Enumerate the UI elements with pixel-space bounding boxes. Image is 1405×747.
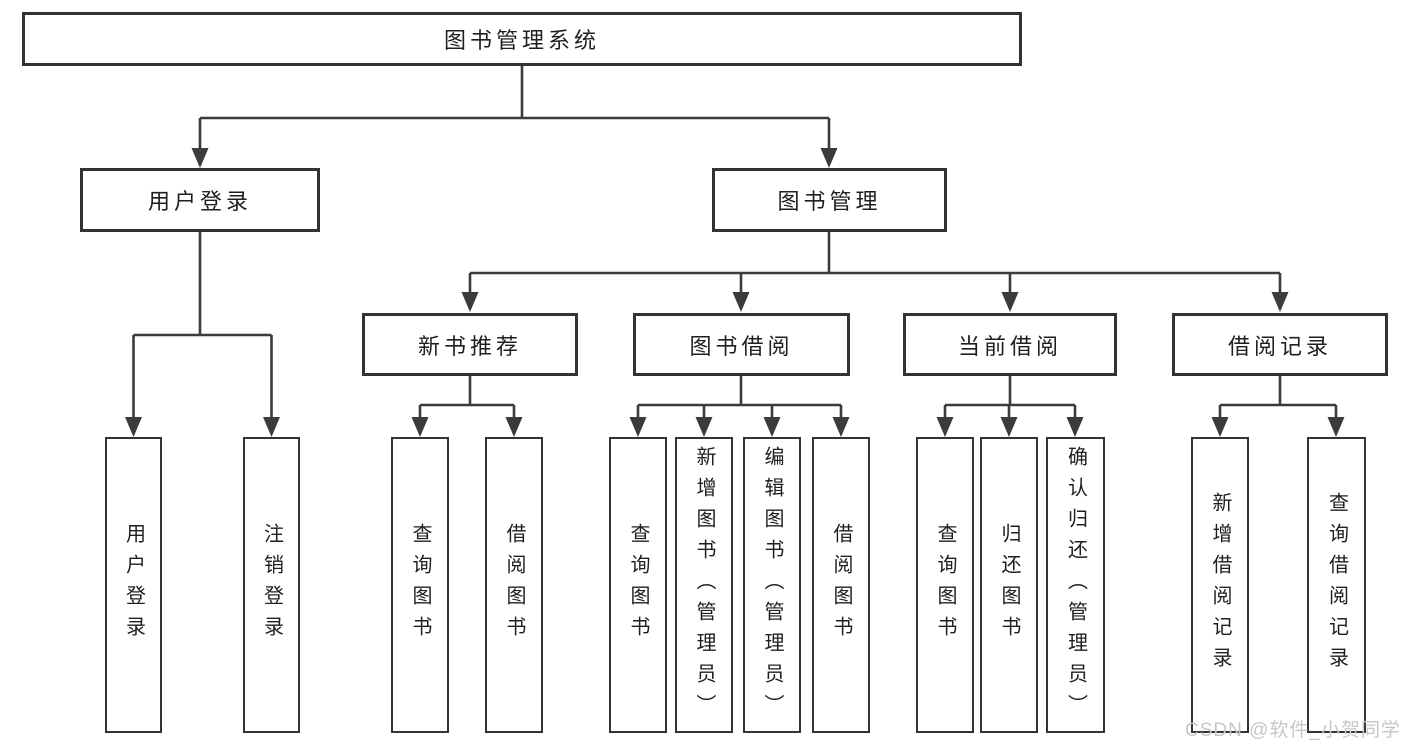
node-label: 借阅记录: [1227, 333, 1332, 359]
leaf-add-borrow-record: 新增借阅记录: [1191, 437, 1249, 733]
node-label: 图书管理系统: [443, 28, 600, 53]
node-label: 查询借阅记录: [1325, 492, 1348, 678]
node-new-book-recommend: 新书推荐: [362, 313, 578, 376]
leaf-logout: 注销登录: [243, 437, 300, 733]
node-library-management-system: 图书管理系统: [22, 12, 1022, 66]
leaf-user-login: 用户登录: [105, 437, 162, 733]
leaf-query-borrow-record: 查询借阅记录: [1307, 437, 1366, 733]
leaf-borrow-books-recommend: 借阅图书: [485, 437, 543, 733]
node-label: 借阅图书: [830, 523, 852, 647]
node-label: 编辑图书（管理员）: [761, 445, 783, 725]
leaf-return-book: 归还图书: [980, 437, 1038, 733]
node-book-borrowing: 图书借阅: [633, 313, 850, 376]
leaf-edit-book-admin: 编辑图书（管理员）: [743, 437, 801, 733]
node-label: 确认归还（管理员）: [1064, 445, 1087, 725]
node-label: 新书推荐: [417, 333, 522, 359]
leaf-borrow-books-borrowing: 借阅图书: [812, 437, 870, 733]
node-label: 用户登录: [122, 523, 145, 647]
node-label: 用户登录: [147, 189, 252, 214]
node-label: 当前借阅: [957, 333, 1062, 359]
leaf-confirm-return-admin: 确认归还（管理员）: [1046, 437, 1105, 733]
node-label: 查询图书: [627, 523, 649, 647]
node-label: 新增借阅记录: [1209, 492, 1231, 678]
node-label: 查询图书: [409, 523, 431, 647]
node-borrow-records: 借阅记录: [1172, 313, 1388, 376]
node-book-management: 图书管理: [712, 168, 947, 232]
csdn-watermark: CSDN @软件_小贺同学: [1185, 720, 1401, 741]
node-label: 图书管理: [777, 189, 882, 214]
node-label: 借阅图书: [503, 523, 525, 647]
node-label: 新增图书（管理员）: [693, 445, 715, 725]
node-label: 归还图书: [998, 523, 1020, 647]
leaf-query-books-current: 查询图书: [916, 437, 974, 733]
node-label: 图书借阅: [689, 333, 794, 359]
leaf-add-book-admin: 新增图书（管理员）: [675, 437, 733, 733]
node-label: 查询图书: [934, 523, 956, 647]
leaf-query-books-borrowing: 查询图书: [609, 437, 667, 733]
node-label: 注销登录: [260, 523, 283, 647]
leaf-query-books-recommend: 查询图书: [391, 437, 449, 733]
node-user-login: 用户登录: [80, 168, 320, 232]
node-current-borrowing: 当前借阅: [903, 313, 1117, 376]
